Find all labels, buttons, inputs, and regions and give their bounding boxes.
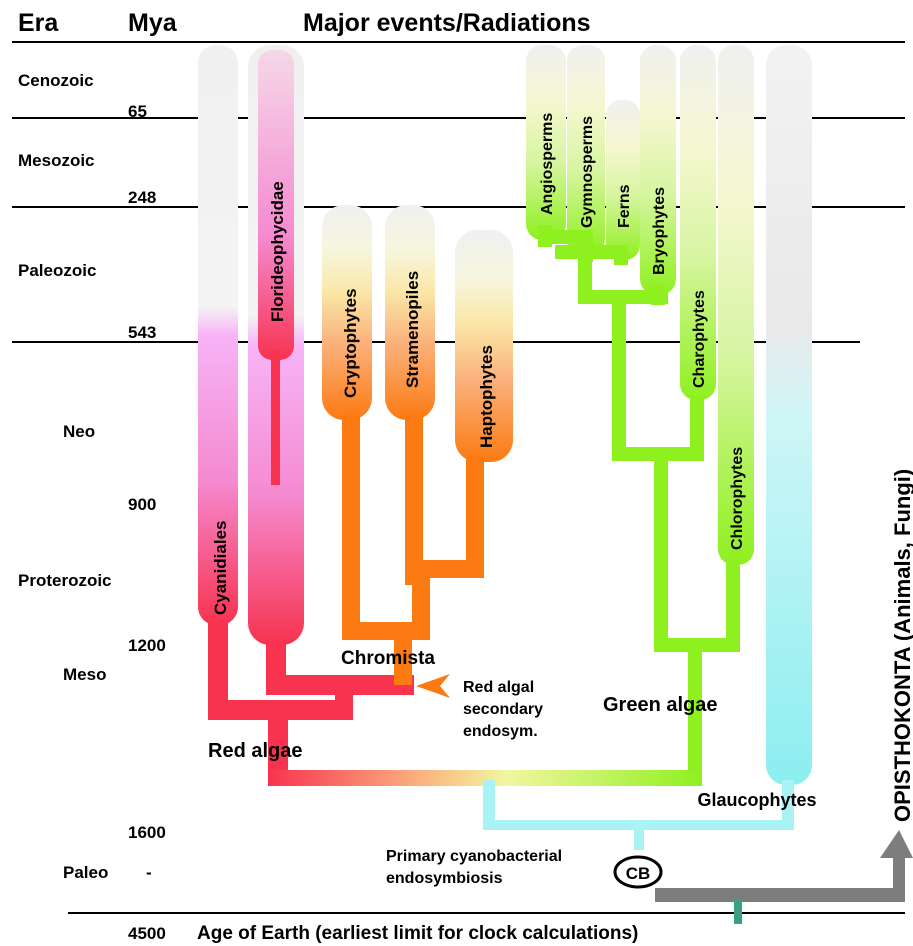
arrow-vertical <box>893 855 905 902</box>
glaucophyte-connector <box>483 780 794 850</box>
tube-gymnosperms <box>567 45 605 255</box>
age-4500: 4500 <box>128 924 166 943</box>
label-angiosperms: Angiosperms <box>539 113 556 215</box>
secondary-endosym-line2: secondary <box>463 701 543 718</box>
tube-cyanidiales <box>198 45 238 625</box>
age-248: 248 <box>128 188 156 207</box>
label-bryophytes: Bryophytes <box>651 187 668 275</box>
tube-angiosperms <box>526 45 566 240</box>
red-algae-branches <box>208 350 414 785</box>
branch-flor-stem <box>271 350 280 485</box>
era-neo: Neo <box>63 422 95 441</box>
header-era: Era <box>18 9 59 37</box>
tube-florideophycidae-inner <box>258 50 294 360</box>
age-900: 900 <box>128 495 156 514</box>
arrow-stem-teal <box>734 900 742 924</box>
cb-ellipse <box>613 855 663 889</box>
tube-bryophytes <box>640 45 676 295</box>
era-meso: Meso <box>63 665 106 684</box>
tube-cryptophytes <box>322 205 372 420</box>
label-ferns: Ferns <box>616 184 633 228</box>
secondary-endosym-arrow <box>416 674 450 698</box>
age-65: 65 <box>128 102 147 121</box>
label-opisthokonta: OPISTHOKONTA (Animals, Fungi) <box>890 469 913 822</box>
branch-glauco-down <box>782 780 794 830</box>
tube-haptophytes <box>455 230 513 462</box>
label-charophytes: Charophytes <box>691 290 708 388</box>
branch-seed-cross <box>538 230 593 244</box>
label-chromista: Chromista <box>341 648 435 669</box>
branch-cyan-down <box>208 620 228 720</box>
label-gymnosperms: Gymnosperms <box>579 116 596 228</box>
branch-vasc-down <box>578 250 592 300</box>
opisthokonta-arrow <box>655 830 913 924</box>
label-red-algae: Red algae <box>208 740 302 762</box>
arrow-horizontal <box>655 888 905 902</box>
secondary-endosym-line3: endosym. <box>463 723 538 740</box>
era-cenozoic: Cenozoic <box>18 71 94 90</box>
cb-label: CB <box>626 864 651 883</box>
branch-ferns-down <box>614 245 628 265</box>
label-cryptophytes: Cryptophytes <box>341 288 360 398</box>
tube-stramenopiles <box>385 205 435 420</box>
era-paleozoic: Paleozoic <box>18 261 96 280</box>
label-green-algae: Green algae <box>603 694 718 716</box>
primary-endosym-line1: Primary cyanobacterial <box>386 848 562 865</box>
age-543: 543 <box>128 323 156 342</box>
tube-charophytes <box>680 45 716 400</box>
branch-cb-down <box>634 825 644 850</box>
lineage-tubes <box>198 45 812 785</box>
tube-ferns <box>606 100 640 260</box>
age-of-earth-label: Age of Earth (earliest limit for clock c… <box>197 923 638 944</box>
label-glaucophytes: Glaucophytes <box>697 790 816 810</box>
age-dash: - <box>146 863 152 882</box>
header-events: Major events/Radiations <box>303 9 591 37</box>
branch-land-down <box>612 296 626 461</box>
label-chlorophytes: Chlorophytes <box>729 447 746 550</box>
branch-arch-down <box>483 780 495 830</box>
branch-green-root <box>688 640 702 785</box>
branch-crypto-down <box>342 415 360 640</box>
branch-strameno-down <box>405 415 423 585</box>
branch-hapto-down <box>466 455 484 575</box>
secondary-endosym-line1: Red algal <box>463 679 534 696</box>
chromista-branches <box>342 415 484 685</box>
tube-glaucophytes <box>766 45 812 785</box>
branch-chrom-cross2 <box>342 622 430 640</box>
green-algae-branches <box>538 225 740 785</box>
era-mesozoic: Mesozoic <box>18 151 95 170</box>
branch-red-root <box>268 705 288 785</box>
branch-bryo-down <box>651 285 665 305</box>
branch-charo-down <box>690 395 704 460</box>
branch-chrom-root <box>394 630 412 685</box>
label-cyanidiales: Cyanidiales <box>211 521 230 616</box>
primary-endosym-line2: endosymbiosis <box>386 870 503 887</box>
header-mya: Mya <box>128 9 178 37</box>
branch-chloro-down <box>726 560 740 650</box>
label-haptophytes: Haptophytes <box>477 345 496 448</box>
tube-chlorophytes <box>718 45 754 565</box>
age-1200: 1200 <box>128 636 166 655</box>
era-proterozoic: Proterozoic <box>18 571 112 590</box>
label-stramenopiles: Stramenopiles <box>403 271 422 388</box>
label-florideophycidae: Florideophycidae <box>268 181 287 322</box>
era-paleo: Paleo <box>63 863 108 882</box>
archaeplastida-connector <box>268 770 702 786</box>
age-1600: 1600 <box>128 823 166 842</box>
branch-strep-down <box>654 450 668 650</box>
arrow-head <box>880 830 913 858</box>
